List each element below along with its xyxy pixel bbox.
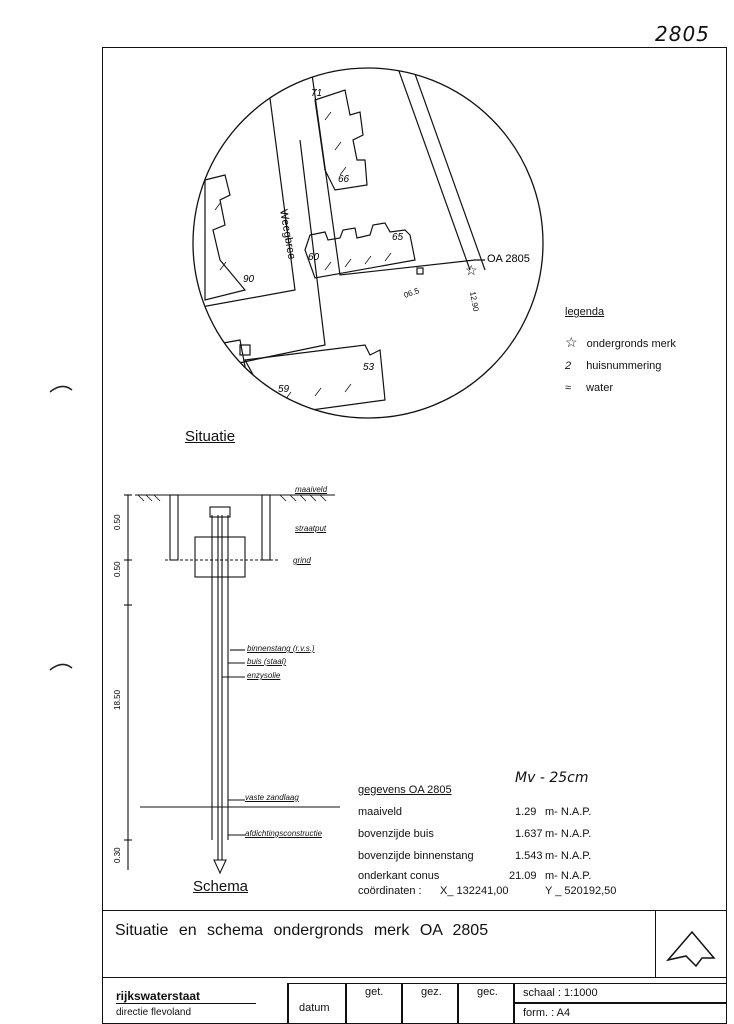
house-number-59: 59	[278, 384, 290, 395]
title-divider	[102, 910, 727, 911]
data-row-0-value: 1.29	[515, 806, 537, 818]
legend-item-housenumber: 2 huisnummering	[565, 360, 662, 372]
data-row-2-value: 1.543	[515, 850, 543, 862]
datum-cell: datum	[288, 983, 346, 1024]
star-icon: ☆	[565, 334, 578, 350]
mark-label: OA 2805	[487, 253, 530, 265]
mark-star-icon: ☆	[465, 262, 478, 278]
coordinate-y: Y _ 520192,50	[545, 885, 617, 897]
legend-item-water: ≈ water	[565, 382, 614, 394]
schaal-cell: schaal : 1:1000	[514, 983, 727, 1003]
dim-1: 0.50	[113, 514, 122, 530]
data-row-0-unit: m- N.A.P.	[545, 806, 592, 818]
coordinate-x: X_ 132241,00	[440, 885, 509, 897]
house-number-53: 53	[363, 362, 375, 373]
label-vaste-zandlaag: vaste zandlaag	[245, 793, 299, 802]
dim-a: 12.90	[468, 291, 480, 313]
street-name: Weegbree	[277, 208, 298, 260]
legend-item-mark: ☆ ondergronds merk	[565, 334, 676, 350]
org-name: rijkswaterstaat	[116, 989, 256, 1004]
house-number-71: 71	[311, 88, 322, 99]
org-dept: directie flevoland	[116, 1007, 192, 1018]
get-cell: get.	[346, 983, 402, 1024]
legend-title: legenda	[565, 306, 605, 318]
drawing-title: Situatie en schema ondergronds merk OA 2…	[115, 922, 489, 939]
data-row-2-unit: m- N.A.P.	[545, 850, 592, 862]
org-cell: rijkswaterstaat directie flevoland	[102, 983, 288, 1024]
label-binnenstang: binnenstang (r.v.s.)	[247, 644, 315, 653]
handnote: Mv - 25cm	[515, 770, 589, 786]
dim-2: 0.50	[113, 561, 122, 577]
label-straatput: straatput	[295, 524, 327, 533]
coordinates-label: coördinaten :	[358, 885, 422, 897]
logo-box	[655, 910, 727, 978]
water-icon: ≈	[565, 382, 572, 394]
data-row-1-unit: m- N.A.P.	[545, 828, 592, 840]
house-number-66: 66	[338, 174, 350, 185]
situation-map: 71 66 65 60 90 59 53 Weegbree ☆ OA 2805 …	[192, 67, 544, 419]
sheet-number: 2805	[655, 22, 710, 46]
data-row-2-label: bovenzijde binnenstang	[358, 850, 474, 862]
schema-title: Schema	[193, 878, 249, 895]
rijkswaterstaat-logo-icon	[665, 930, 716, 968]
label-buis: buis (staal)	[247, 657, 287, 666]
data-row-3-value: 21.09	[509, 870, 537, 882]
data-row-3-label: onderkant conus	[358, 870, 440, 882]
data-row-1-value: 1.637	[515, 828, 543, 840]
schema-drawing: 0.50 0.50 18.50 0.30	[113, 494, 340, 875]
lower-divider	[102, 977, 727, 978]
label-enzysolie: enzysolie	[247, 671, 281, 680]
dim-b: 06.5	[403, 286, 421, 300]
dim-3: 18.50	[113, 689, 122, 710]
situatie-title: Situatie	[185, 428, 236, 445]
label-maaiveld: maaiveld	[295, 485, 328, 494]
house-number-65: 65	[392, 232, 404, 243]
gec-cell: gec.	[458, 983, 514, 1024]
house-number-60: 60	[308, 252, 320, 263]
data-row-0-label: maaiveld	[358, 806, 403, 818]
binder-holes	[49, 385, 73, 671]
data-title: gegevens OA 2805	[358, 784, 452, 796]
data-row-1-label: bovenzijde buis	[358, 828, 434, 840]
label-afdichting: afdichtingsconstructie	[245, 829, 322, 838]
gez-cell: gez.	[402, 983, 458, 1024]
data-row-3-unit: m- N.A.P.	[545, 870, 592, 882]
dim-4: 0.30	[113, 847, 122, 863]
house-number-90: 90	[243, 274, 255, 285]
label-grind: grind	[293, 556, 311, 565]
form-cell: form. : A4	[514, 1003, 727, 1024]
